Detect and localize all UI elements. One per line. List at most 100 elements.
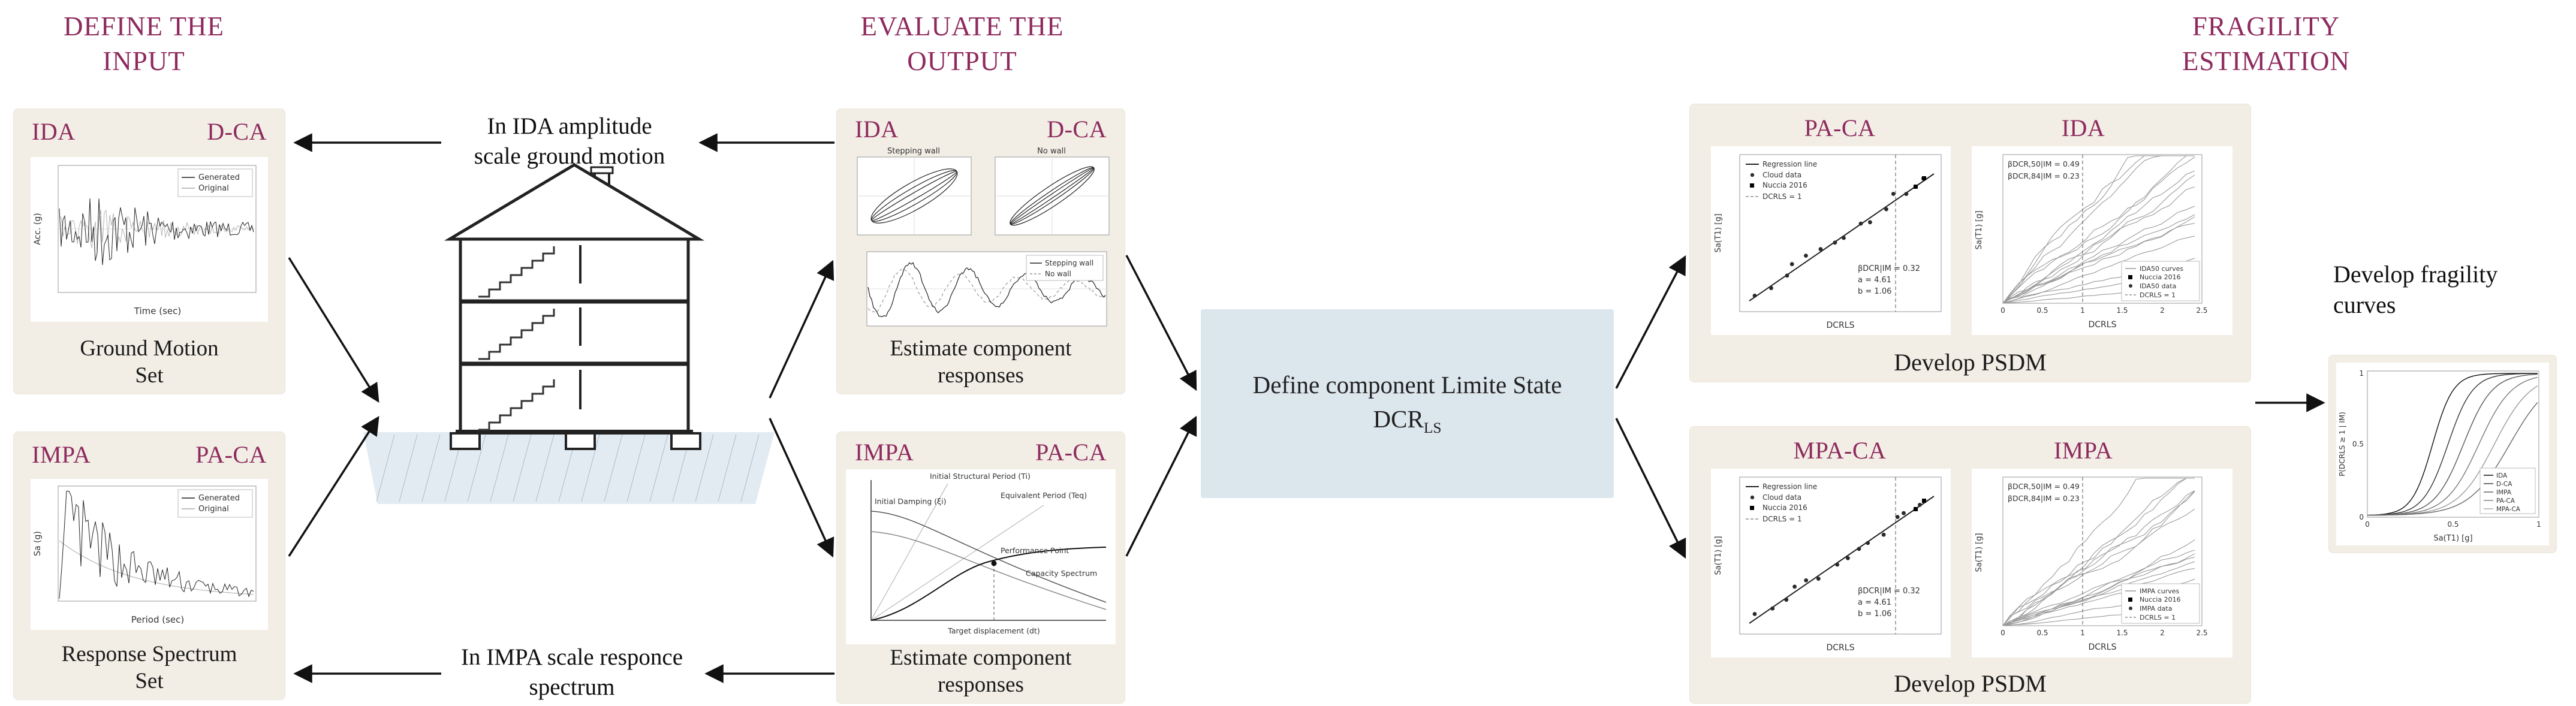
- y-axis-label: Sa (g): [33, 531, 43, 556]
- annotation-beta: βDCR|IM = 0.32: [1858, 264, 1920, 273]
- legend-entry: DCRLS = 1: [2140, 291, 2176, 299]
- panel-psdm-bottom: MPA-CA IMPA Regression line Cloud data N…: [1689, 426, 2251, 704]
- svg-text:1.5: 1.5: [2116, 306, 2128, 315]
- capacity-spectrum-plot: Initial Damping (ξi) Initial Structural …: [846, 469, 1116, 644]
- hysteresis-loops: [1010, 166, 1095, 226]
- panel-output-impa: IMPA PA-CA Initial Damping (ξi) Initial …: [836, 432, 1125, 704]
- caption-estimate-responses: Estimate component responses: [890, 336, 1072, 388]
- performance-point-marker: [991, 560, 997, 566]
- svg-text:2: 2: [2160, 629, 2165, 637]
- ida-curve-fan: [2002, 155, 2195, 304]
- y-axis-label: Acc. (g): [33, 213, 43, 245]
- svg-text:0: 0: [2359, 513, 2364, 521]
- legend-entry: Original: [198, 505, 229, 514]
- plot-legend: IMPA curves Nuccia 2016 IMPA data DCRLS …: [2121, 583, 2200, 624]
- note-impa-scaling: In IMPA scale responce spectrum: [460, 644, 683, 700]
- y-axis-label: Sa(T1) [g]: [1714, 213, 1723, 252]
- x-axis-ticks: 0 0.5 1 1.5 2 2.5: [2000, 306, 2207, 315]
- tag-paca: PA-CA: [195, 441, 267, 468]
- legend-entry: IDA50 data: [2140, 282, 2176, 290]
- limit-state-line1: Define component Limite State: [1252, 370, 1562, 399]
- caption-response-spectrum-set: Response Spectrum Set: [61, 642, 237, 693]
- plot-legend: IDA D-CA IMPA PA-CA MPA-CA: [2479, 467, 2536, 514]
- panel-ground-motion-set: IDA D-CA Generated Original Time (sec) A…: [13, 108, 285, 394]
- waveform-generated: [59, 198, 254, 265]
- elastic-demand-curve: [870, 511, 1107, 603]
- legend-entry: Stepping wall: [1045, 259, 1093, 267]
- annotation-a: a = 4.61: [1858, 276, 1891, 285]
- response-spectrum-plot: Generated Original Period (sec) Sa (g): [31, 479, 268, 630]
- limit-state-box: Define component Limite State DCRLS: [1201, 309, 1614, 498]
- svg-text:2.5: 2.5: [2196, 629, 2207, 637]
- legend-entry: Cloud data: [1762, 493, 1801, 502]
- plot-title: No wall: [1037, 147, 1066, 156]
- legend-entry: DCRLS = 1: [1762, 515, 1802, 523]
- regression-line: [1749, 496, 1935, 624]
- x-axis-label: DCRLS: [1827, 643, 1855, 653]
- svg-text:0.5: 0.5: [2447, 520, 2459, 529]
- annotation-b: b = 1.06: [1858, 287, 1891, 296]
- y-axis-label: Sa(T1) [g]: [1714, 536, 1723, 575]
- x-axis-label: DCRLS: [2089, 642, 2117, 652]
- tag-impa: IMPA: [2053, 437, 2113, 464]
- label-performance-point: Performance Point: [1001, 546, 1069, 555]
- svg-text:1: 1: [2080, 306, 2085, 315]
- x-axis-label: DCRLS: [1827, 321, 1855, 330]
- tag-ida: IDA: [32, 118, 76, 145]
- annotation-beta: βDCR|IM = 0.32: [1858, 587, 1920, 596]
- caption-develop-psdm: Develop PSDM: [1894, 670, 2047, 697]
- plot-legend: Regression line Cloud data Nuccia 2016 D…: [1746, 160, 1817, 201]
- svg-text:1: 1: [2080, 629, 2085, 637]
- fragility-curve-set: [2367, 373, 2538, 516]
- cloud-data-points: [1752, 503, 1922, 616]
- panel-psdm-top: PA-CA IDA Regression line Cloud data Nuc…: [1689, 104, 2251, 382]
- header-evaluate-output: EVALUATE THE OUTPUT: [860, 11, 1064, 76]
- svg-text:2.5: 2.5: [2196, 306, 2207, 315]
- label-initial-damping: Initial Damping (ξi): [875, 497, 946, 506]
- legend-entry: IMPA: [2496, 489, 2512, 496]
- y-axis-label: Sa(T1) [g]: [1975, 210, 1984, 249]
- x-axis-ticks: 0 0.5 1 1.5 2 2.5: [2000, 629, 2207, 637]
- spectrum-generated: [59, 491, 254, 599]
- spectrum-original: [59, 540, 254, 595]
- annotation-b: b = 1.06: [1858, 610, 1891, 618]
- panel-response-spectrum-set: IMPA PA-CA Generated Original Period (se…: [13, 432, 285, 700]
- limit-state-dcr: DCR: [1373, 405, 1424, 433]
- label-initial-period: Initial Structural Period (Ti): [930, 472, 1031, 481]
- y-axis-label: Sa(T1) [g]: [1975, 533, 1984, 572]
- annotation-beta84: βDCR,84|IM = 0.23: [2008, 171, 2080, 180]
- fragility-curves-plot: IDA D-CA IMPA PA-CA MPA-CA 0 0.5 1 0 0.5…: [2336, 363, 2549, 545]
- legend-entry: Generated: [198, 494, 240, 503]
- caption-develop-psdm: Develop PSDM: [1894, 349, 2047, 376]
- svg-text:1: 1: [2359, 369, 2364, 378]
- legend-entry: Nuccia 2016: [1762, 181, 1807, 189]
- legend-entry: Nuccia 2016: [2140, 596, 2181, 604]
- plot-legend: Regression line Cloud data Nuccia 2016 D…: [1746, 482, 1817, 523]
- legend-entry: No wall: [1045, 270, 1071, 278]
- legend-entry: D-CA: [2496, 481, 2512, 488]
- svg-text:1.5: 1.5: [2116, 629, 2128, 637]
- hysteresis-plot-left: Stepping wall: [857, 147, 972, 236]
- svg-text:0: 0: [2000, 629, 2005, 637]
- note-develop-fragility: Develop fragility curves: [2333, 261, 2498, 319]
- plot-title: Stepping wall: [887, 147, 940, 156]
- header-fragility-estimation: FRAGILITY ESTIMATION: [2182, 11, 2350, 76]
- svg-text:2: 2: [2160, 306, 2165, 315]
- legend-entry: Generated: [198, 173, 240, 182]
- ida-curves-plot: βDCR,50|IM = 0.49 βDCR,84|IM = 0.23 IDA5…: [1972, 146, 2232, 335]
- svg-text:0: 0: [2000, 306, 2005, 315]
- header-define-input: DEFINE THE INPUT: [64, 11, 224, 76]
- tag-impa: IMPA: [32, 441, 91, 468]
- svg-text:1: 1: [2536, 520, 2541, 529]
- x-axis-label: Sa(T1) [g]: [2433, 534, 2472, 543]
- panel-fragility-curves: IDA D-CA IMPA PA-CA MPA-CA 0 0.5 1 0 0.5…: [2328, 355, 2557, 553]
- svg-text:0.5: 0.5: [2352, 440, 2364, 448]
- annotation-a: a = 4.61: [1858, 598, 1891, 607]
- legend-entry: MPA-CA: [2496, 506, 2521, 513]
- y-axis-label: P(DCRLS ≥ 1 | IM): [2338, 412, 2346, 476]
- hysteresis-plot-right: No wall: [995, 147, 1110, 236]
- x-axis-label: DCRLS: [2089, 320, 2117, 330]
- tag-ida: IDA: [2061, 114, 2105, 141]
- note-ida-scaling: In IDA amplitude scale ground motion: [474, 113, 665, 169]
